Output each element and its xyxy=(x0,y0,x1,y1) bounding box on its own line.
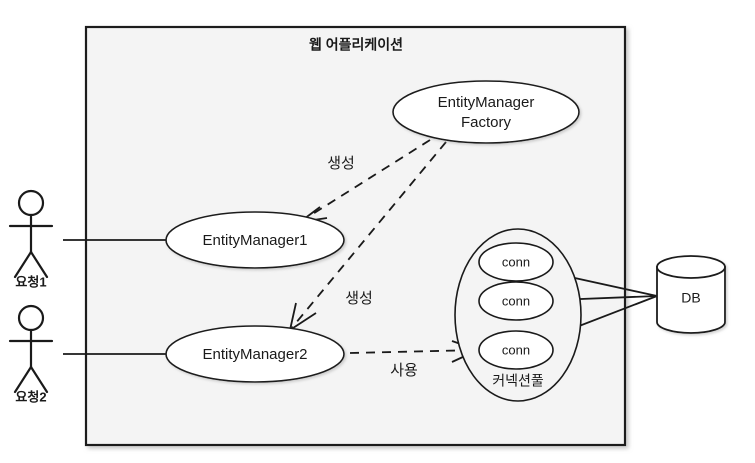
entitymanager2-label: EntityManager2 xyxy=(202,346,307,363)
node-entitymanager1[interactable]: EntityManager1 xyxy=(165,211,345,269)
edge-emf-em2-label: 생성 xyxy=(345,290,373,307)
edge-emf-em1-line xyxy=(299,139,431,223)
edge-emf-to-entitymanager2: 생성 xyxy=(289,141,447,331)
actor-request2[interactable]: 요청2 xyxy=(8,304,54,404)
entitymanager1-ellipse xyxy=(165,211,345,269)
conn2-ellipse xyxy=(478,281,554,321)
entitymanager2-ellipse xyxy=(165,325,345,383)
edge-em2-conn-label: 사용 xyxy=(390,362,418,379)
actor1-label: 요청1 xyxy=(15,274,46,289)
database-label: DB xyxy=(681,290,700,306)
node-conn-2[interactable]: conn xyxy=(478,281,554,321)
database-cylinder-body xyxy=(656,266,726,334)
edge-emf-em2-arrow-a xyxy=(289,302,297,331)
entitymanager-factory-ellipse xyxy=(392,80,580,144)
connection-pool-label: 커넥션풀 xyxy=(492,373,544,389)
entitymanager1-label: EntityManager1 xyxy=(202,232,307,249)
node-entitymanager-factory[interactable]: EntityManager Factory xyxy=(392,80,580,144)
edge-emf-em1-label: 생성 xyxy=(327,155,355,172)
conn1-label: conn xyxy=(502,254,530,269)
node-entitymanager2[interactable]: EntityManager2 xyxy=(165,325,345,383)
node-database[interactable]: DB xyxy=(656,255,726,334)
container-title: 웹 어플리케이션 xyxy=(309,37,403,53)
entitymanager-factory-label-line2: Factory xyxy=(461,114,512,131)
edge-em2-conn-line xyxy=(349,349,479,354)
database-cylinder-top xyxy=(656,255,726,279)
node-conn-1[interactable]: conn xyxy=(478,242,554,282)
actor1-head-icon xyxy=(17,189,45,217)
conn1-ellipse xyxy=(478,242,554,282)
conn2-label: conn xyxy=(502,293,530,308)
entitymanager-factory-label-line1: EntityManager xyxy=(438,94,535,111)
conn3-ellipse xyxy=(478,330,554,370)
actor2-leg-left xyxy=(13,365,33,394)
actor1-leg-left xyxy=(13,250,33,279)
edge-emf-em2-line xyxy=(289,141,447,331)
conn3-label: conn xyxy=(502,342,530,357)
actor2-label: 요청2 xyxy=(15,389,46,404)
actor2-leg-right xyxy=(29,365,49,394)
actor1-leg-right xyxy=(29,250,49,279)
actor2-head-icon xyxy=(17,304,45,332)
node-conn-3[interactable]: conn xyxy=(478,330,554,370)
node-connection-pool[interactable]: 커넥션풀 conn conn conn xyxy=(454,228,582,402)
edge-emf-em2-arrow-b xyxy=(289,312,317,331)
actor-request1[interactable]: 요청1 xyxy=(8,189,54,289)
